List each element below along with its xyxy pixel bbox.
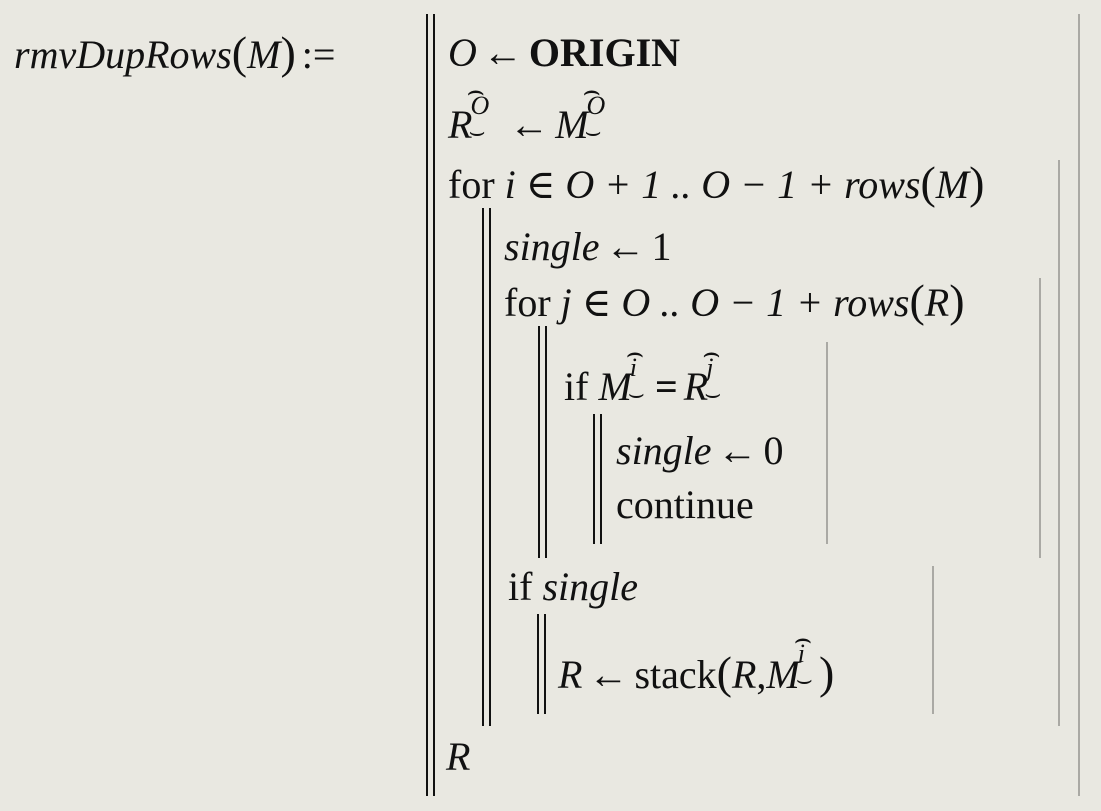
paren-close: ) [280, 27, 296, 78]
column-brace-icon: ⌣ [584, 117, 602, 146]
assign-arrow: ← [605, 224, 646, 269]
col-index: O [586, 91, 606, 120]
in-operator: ∈ [525, 162, 556, 207]
col-index: i [629, 353, 637, 382]
if-single-right-border [932, 566, 934, 714]
var-O: O [448, 30, 477, 75]
column-brace-icon: ⌣ [795, 665, 813, 694]
var-R: R [683, 364, 709, 409]
paren-open: ( [909, 275, 925, 326]
var-M: M [555, 102, 589, 147]
paren-close: ) [969, 157, 985, 208]
paren-close: ) [949, 275, 965, 326]
paren-close: ) [818, 647, 835, 698]
line-if-equal[interactable]: if M⌢i⌣=R⌢j⌣ [564, 340, 721, 410]
region-right-border [1078, 14, 1080, 796]
in-operator: ∈ [581, 280, 612, 325]
comma: , [756, 652, 767, 697]
column-operator: ⌢O⌣ [466, 78, 489, 145]
origin-keyword: ORIGIN [528, 30, 681, 75]
program-bar-for-i-1 [482, 208, 484, 726]
column-hat-icon: ⌢ [466, 76, 485, 107]
bool-equal-operator: = [655, 364, 678, 409]
var-single: single [542, 564, 638, 609]
column-hat-icon: ⌢ [793, 624, 813, 655]
for-keyword: for [448, 162, 495, 207]
var-j: j [560, 280, 572, 325]
var-R: R [448, 102, 473, 147]
column-hat-icon: ⌢ [625, 338, 645, 369]
line-stack[interactable]: R←stack(R,M⌢i⌣) [558, 626, 835, 698]
col-index: O [470, 91, 490, 120]
assign-arrow: ← [588, 652, 629, 697]
line-return[interactable]: R [446, 734, 470, 780]
range-expression: O + 1 .. O − 1 + rows [565, 162, 921, 207]
stack-function: stack [634, 652, 717, 697]
for-i-right-border [1058, 160, 1060, 726]
var-M: M [598, 364, 632, 409]
assign-arrow: ← [482, 30, 523, 75]
column-brace-icon: ⌣ [468, 117, 486, 146]
column-operator: ⌢i⌣ [794, 626, 813, 693]
column-hat-icon: ⌢ [582, 76, 601, 107]
define-operator: := [301, 32, 336, 77]
program-bar-if-1 [593, 414, 595, 544]
paren-open: ( [231, 27, 248, 78]
program-bar-for-j-1 [538, 326, 540, 558]
paren-open: ( [920, 157, 936, 208]
line-R-init[interactable]: R⌢O⌣←M⌢O⌣ [448, 78, 605, 148]
var-i: i [504, 162, 516, 207]
var-M: M [766, 652, 800, 697]
col-index: j [706, 353, 714, 382]
line-for-j[interactable]: for j ∈ O .. O − 1 + rows(R) [504, 278, 965, 326]
line-for-i[interactable]: for i ∈ O + 1 .. O − 1 + rows(M) [448, 160, 984, 208]
if-right-border [826, 342, 828, 544]
col-index: i [797, 639, 805, 668]
program-bar-if-2 [600, 414, 602, 544]
program-bar-outer-1 [426, 14, 428, 796]
line-if-single[interactable]: if single [508, 564, 638, 610]
column-operator: ⌢O⌣ [583, 78, 606, 145]
if-keyword: if [564, 364, 589, 409]
for-keyword: for [504, 280, 551, 325]
assign-arrow: ← [717, 428, 758, 473]
continue-keyword: continue [616, 482, 754, 527]
function-name: rmvDupRows [14, 32, 232, 77]
function-param: M [247, 32, 281, 77]
line-origin-assign[interactable]: O←ORIGIN [448, 30, 680, 76]
program-bar-if-single-2 [544, 614, 546, 714]
if-keyword: if [508, 564, 533, 609]
for-j-right-border [1039, 278, 1041, 558]
var-single: single [616, 428, 712, 473]
value-1: 1 [651, 224, 672, 269]
program-bar-for-i-2 [489, 208, 491, 726]
paren-open: ( [716, 647, 732, 698]
assign-arrow: ← [509, 102, 550, 147]
var-R: R [558, 652, 583, 697]
column-operator: ⌢i⌣ [626, 340, 645, 407]
line-single-0[interactable]: single←0 [616, 428, 784, 474]
var-R: R [731, 652, 757, 697]
var-single: single [504, 224, 600, 269]
function-definition[interactable]: rmvDupRows(M):= [14, 30, 341, 78]
program-bar-for-j-2 [545, 326, 547, 558]
column-hat-icon: ⌢ [702, 338, 721, 369]
value-0: 0 [763, 428, 784, 473]
line-single-1[interactable]: single←1 [504, 224, 672, 270]
column-brace-icon: ⌣ [627, 379, 645, 408]
line-continue[interactable]: continue [616, 482, 754, 528]
program-bar-outer-2 [433, 14, 435, 796]
range-expression: O .. O − 1 + rows [621, 280, 910, 325]
program-bar-if-single-1 [537, 614, 539, 714]
var-M: M [935, 162, 970, 207]
return-R: R [446, 734, 471, 779]
var-R: R [924, 280, 950, 325]
column-brace-icon: ⌣ [704, 379, 722, 408]
column-operator: ⌢j⌣ [702, 340, 721, 407]
